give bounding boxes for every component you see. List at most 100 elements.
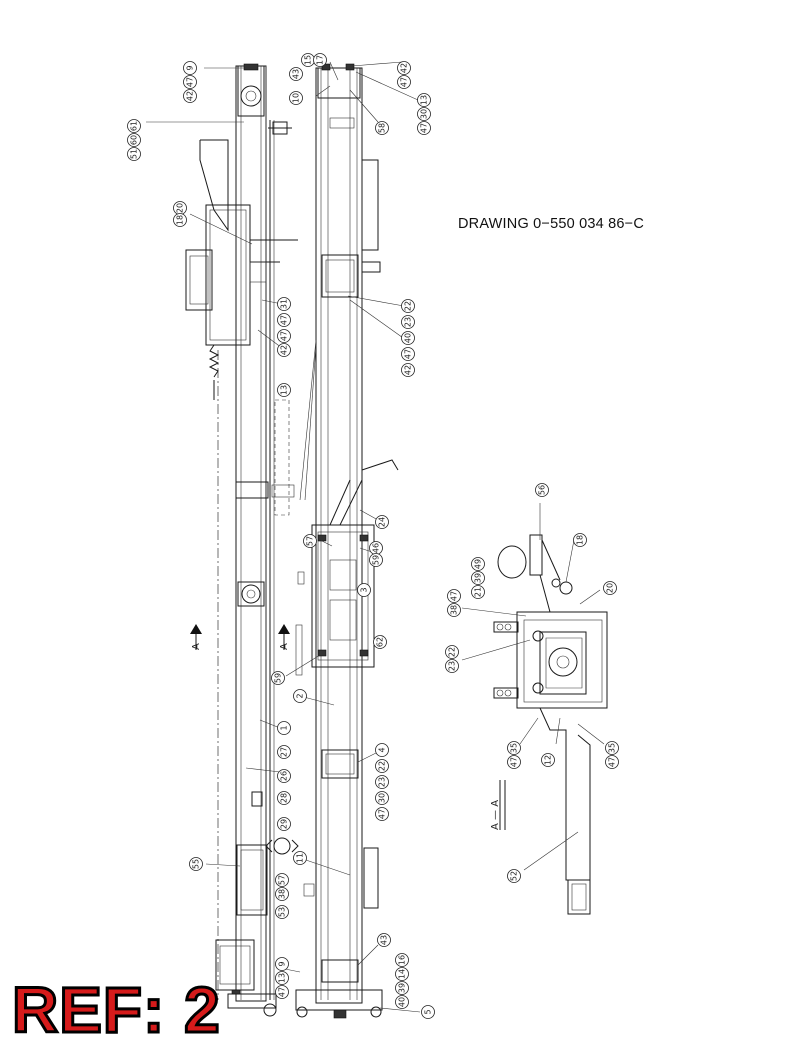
balloon: 30 (417, 107, 431, 121)
balloon: 56 (535, 483, 549, 497)
balloon-circle (395, 981, 409, 995)
balloon: 42 (183, 89, 197, 103)
balloon-circle (375, 791, 389, 805)
balloon-label: 42 (400, 63, 409, 73)
balloon: 59 (271, 671, 285, 685)
balloon-label: 13 (420, 95, 429, 105)
balloon-label: 59 (372, 555, 381, 565)
balloon: 12 (541, 753, 555, 767)
balloon: 27 (277, 745, 291, 759)
balloon-label: 43 (292, 69, 301, 79)
balloon-label: 30 (378, 793, 387, 803)
balloon-label: 42 (186, 91, 195, 101)
balloon-label: 47 (404, 349, 413, 359)
balloon-circle (275, 985, 289, 999)
section-marker-right: A (278, 624, 290, 650)
balloon-label: 1 (280, 725, 289, 730)
balloon-circle (275, 905, 289, 919)
balloon-label: 55 (192, 859, 201, 869)
balloon: 39 (471, 571, 485, 585)
balloon-circle (183, 75, 197, 89)
balloon: 57 (303, 534, 317, 548)
balloon-circle (507, 741, 521, 755)
balloon: 29 (277, 817, 291, 831)
balloon-circle (445, 659, 459, 673)
balloon-label: 57 (306, 536, 315, 546)
balloon-circle (447, 589, 461, 603)
balloon-label: 20 (606, 583, 615, 593)
balloon: 17 (313, 53, 327, 67)
balloon-label: 47 (186, 77, 195, 87)
balloon-label: 15 (304, 55, 313, 65)
balloon-circle (277, 383, 291, 397)
balloon: 57 (275, 873, 289, 887)
balloon-label: 9 (278, 961, 287, 966)
balloon-label: 58 (378, 123, 387, 133)
balloon: 47 (397, 75, 411, 89)
balloon-label: 35 (608, 743, 617, 753)
balloon-label: 35 (510, 743, 519, 753)
balloon-label: 16 (398, 955, 407, 965)
balloon-label: 62 (376, 637, 385, 647)
balloon-label: 38 (450, 605, 459, 615)
balloon-circle (375, 807, 389, 821)
balloon-label: 47 (280, 315, 289, 325)
balloon-circle (401, 315, 415, 329)
balloon-circle (421, 1005, 435, 1019)
balloon-circle (573, 533, 587, 547)
balloon-circle (275, 887, 289, 901)
balloon-circle (271, 671, 285, 685)
balloon: 58 (375, 121, 389, 135)
balloon: 47 (277, 329, 291, 343)
balloon: 23 (445, 659, 459, 673)
balloon-circle (277, 313, 291, 327)
balloon-label: 22 (448, 647, 457, 657)
balloon-circle (277, 745, 291, 759)
balloon-circle (401, 363, 415, 377)
balloon-circle (127, 119, 141, 133)
balloon-circle (289, 67, 303, 81)
balloon-label: 11 (296, 853, 305, 863)
balloon-label: 47 (450, 591, 459, 601)
balloon-circle (535, 483, 549, 497)
balloon-circle (277, 297, 291, 311)
balloon-circle (275, 873, 289, 887)
balloon: 2 (293, 689, 307, 703)
balloon-label: 2 (296, 693, 305, 698)
balloon-label: 47 (278, 987, 287, 997)
balloon-label: 39 (474, 573, 483, 583)
balloon: 18 (573, 533, 587, 547)
balloon-label: 60 (130, 135, 139, 145)
balloon-label: 23 (378, 777, 387, 787)
balloon-circle (395, 953, 409, 967)
balloon: 47 (183, 75, 197, 89)
balloon: 59 (369, 553, 383, 567)
balloon: 30 (375, 791, 389, 805)
balloon-circle (357, 583, 371, 597)
balloon-circle (277, 791, 291, 805)
balloon-label: 14 (398, 969, 407, 979)
balloon-label: 42 (404, 365, 413, 375)
balloon-label: 23 (448, 661, 457, 671)
balloon-circle (401, 331, 415, 345)
balloon-circle (183, 89, 197, 103)
balloon: 52 (507, 869, 521, 883)
balloon: 47 (507, 755, 521, 769)
balloon-circle (293, 851, 307, 865)
balloon: 10 (289, 91, 303, 105)
balloon: 13 (417, 93, 431, 107)
balloon-circle (277, 769, 291, 783)
balloon: 16 (395, 953, 409, 967)
balloon-circle (373, 635, 387, 649)
balloon: 28 (277, 791, 291, 805)
balloon: 47 (277, 313, 291, 327)
balloon-circle (375, 775, 389, 789)
balloon-label: 49 (474, 559, 483, 569)
balloon-label: 47 (510, 757, 519, 767)
balloon: 20 (173, 201, 187, 215)
balloon-label: 43 (380, 935, 389, 945)
balloon-label: 52 (510, 871, 519, 881)
balloon-label: 17 (316, 55, 325, 65)
section-marker-left: A (190, 624, 202, 650)
balloon-label: 26 (280, 771, 289, 781)
